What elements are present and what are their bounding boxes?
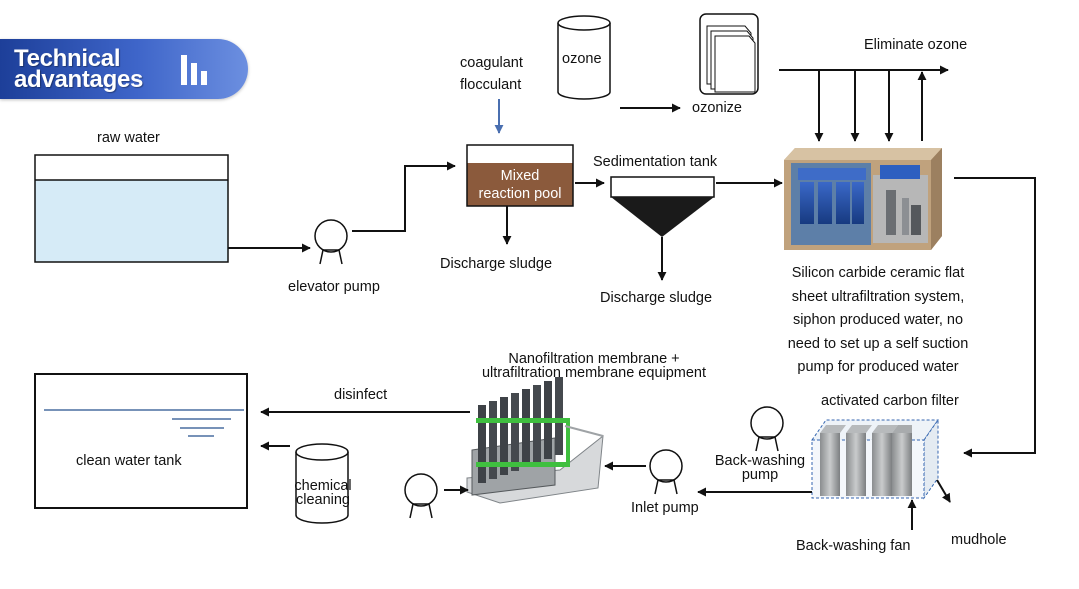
mixed-pool-label-line1: Mixed (500, 168, 540, 184)
mixed-pool-label-line2: reaction pool (478, 186, 562, 202)
elevator-pump-icon (314, 219, 348, 265)
activated-carbon-label: activated carbon filter (821, 393, 959, 409)
sic-line-5: pump for produced water (797, 359, 959, 375)
chemical-label-line2: cleaning (295, 492, 350, 508)
eliminate-ozone-label: Eliminate ozone (864, 37, 968, 53)
disinfect-label: disinfect (334, 387, 388, 403)
inlet-pump-icon (649, 449, 683, 495)
membrane-equipment-illustration (466, 377, 604, 504)
flow-raw-to-mixed (228, 161, 456, 253)
membrane-equipment-label: Nanofiltration membrane + ultrafiltratio… (454, 351, 734, 381)
inlet-pump-label: Inlet pump (631, 500, 699, 516)
membrane-label-line1: Nanofiltration membrane + (508, 351, 680, 367)
sedimentation-tank (610, 176, 715, 237)
header-title: Technical advantages (14, 45, 144, 93)
sic-uf-description: Silicon carbide ceramic flat sheet ultra… (763, 262, 993, 380)
header-title-line2: advantages (14, 66, 144, 93)
ozone-distribution-lines (779, 65, 949, 142)
mudhole-arrow (936, 479, 951, 503)
sic-line-4: need to set up a self suction (787, 335, 969, 352)
coagulant-label: coagulant (460, 55, 523, 71)
membrane-label-line2: ultrafiltration membrane equipment (481, 365, 707, 381)
activated-carbon-filter (811, 418, 939, 500)
header-banner (0, 39, 248, 99)
mudhole-label: mudhole (951, 532, 1007, 548)
chemical-pump-icon (404, 473, 438, 519)
clean-water-tank (34, 373, 248, 509)
sedimentation-tank-label: Sedimentation tank (593, 154, 718, 170)
ozone-cylinder (557, 15, 611, 100)
sic-line-1: Silicon carbide ceramic flat (791, 265, 965, 281)
chemical-label-line1: chemical (294, 478, 352, 494)
sic-line-3: siphon produced water, no (792, 312, 964, 328)
flocculant-label: flocculant (460, 77, 522, 93)
backwash-fan-label: Back-washing fan (796, 538, 911, 554)
chemical-cleaning-cylinder (295, 443, 349, 524)
ozonize-label: ozonize (692, 100, 742, 116)
raw-water-tank (34, 154, 229, 263)
backwash-pump-label-line1: Back-washing (714, 453, 806, 469)
discharge-sludge-label-1: Discharge sludge (440, 256, 553, 272)
backwash-pump-label: Back-washing pump (700, 453, 820, 483)
chemical-cleaning-label: chemical cleaning (282, 478, 364, 508)
backwash-pump-label-line2: pump (741, 467, 779, 483)
raw-water-label: raw water (97, 130, 160, 146)
bar-chart-icon (181, 55, 207, 85)
elevator-pump-label: elevator pump (288, 279, 380, 295)
backwash-pump-icon (750, 406, 784, 452)
header-title-line1: Technical (14, 45, 121, 72)
uf-system-illustration (784, 148, 942, 250)
ozonizer-icon (699, 13, 759, 95)
sic-line-2: sheet ultrafiltration system, (791, 288, 965, 305)
ozone-label: ozone (562, 51, 602, 67)
clean-water-tank-label: clean water tank (76, 453, 182, 469)
discharge-sludge-label-2: Discharge sludge (600, 290, 713, 306)
mixed-reaction-pool (466, 144, 574, 207)
flow-uf-to-carbon (954, 177, 1036, 458)
mixed-pool-label: Mixed reaction pool (467, 167, 573, 203)
